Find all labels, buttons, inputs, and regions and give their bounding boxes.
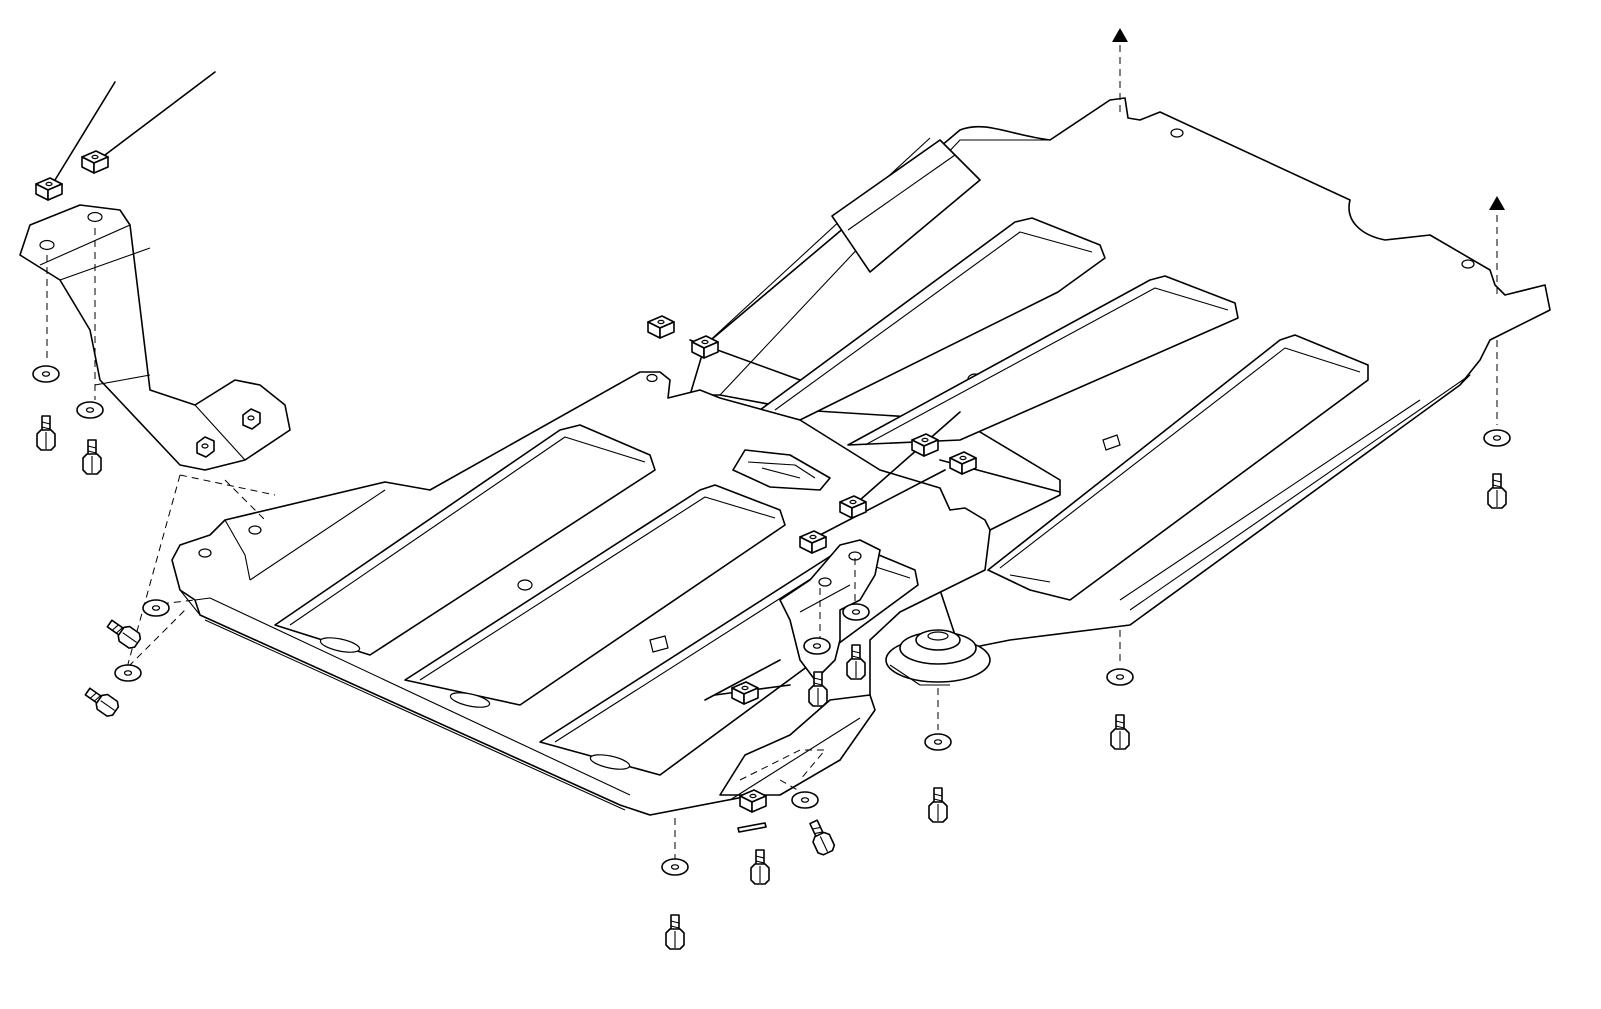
rear-plate-recess-1 bbox=[759, 217, 1106, 421]
front-plate-recess-1 bbox=[274, 424, 656, 656]
washer bbox=[661, 858, 689, 876]
bolt bbox=[750, 849, 770, 885]
rear-plate-hole bbox=[1170, 128, 1184, 138]
spacer-pin bbox=[737, 822, 767, 833]
clip-nut bbox=[949, 451, 977, 475]
washer bbox=[924, 733, 952, 751]
bracket-weld-nut bbox=[242, 408, 261, 430]
up-arrow-icon bbox=[1489, 196, 1505, 210]
up-arrow-icon bbox=[1112, 28, 1128, 42]
front-plate-hole bbox=[646, 373, 658, 383]
bracket-hole bbox=[87, 211, 103, 223]
rear-plate-hole bbox=[1461, 259, 1475, 269]
rear-plate-flap bbox=[831, 139, 981, 273]
rear-plate-recess-2 bbox=[847, 275, 1239, 446]
bolt bbox=[103, 615, 144, 652]
front-plate-hole bbox=[517, 579, 533, 591]
front-lip-plate bbox=[719, 694, 876, 801]
washer bbox=[142, 599, 170, 617]
washer bbox=[114, 664, 142, 682]
washer bbox=[803, 637, 831, 655]
washer bbox=[1106, 668, 1134, 686]
rubber-mount bbox=[885, 629, 991, 686]
bolt bbox=[665, 914, 685, 950]
bolt bbox=[1110, 714, 1130, 750]
front-plate-slot bbox=[319, 637, 361, 653]
front-plate-slot bbox=[589, 754, 631, 770]
clip-nut bbox=[81, 150, 109, 174]
front-plate-recess-2 bbox=[404, 484, 786, 706]
bracket-weld-nut bbox=[196, 436, 215, 458]
front-plate-slot bbox=[649, 635, 669, 653]
left-mounting-bracket bbox=[19, 204, 291, 471]
rear-plate-slot bbox=[1102, 434, 1121, 451]
bolt bbox=[82, 439, 102, 475]
front-plate-hole bbox=[248, 525, 262, 535]
front-plate-hole bbox=[198, 548, 212, 558]
front-plate-handle-cutout bbox=[732, 449, 831, 491]
bolt bbox=[804, 817, 837, 858]
bracket-hole bbox=[818, 577, 832, 587]
rear-plate-recess-3 bbox=[987, 334, 1369, 601]
washer bbox=[32, 365, 60, 383]
bolt bbox=[36, 415, 56, 451]
washer bbox=[1483, 429, 1511, 447]
clip-nut bbox=[647, 315, 675, 339]
bolt bbox=[81, 683, 122, 720]
bolt bbox=[1487, 473, 1507, 509]
rear-skid-plate bbox=[689, 97, 1551, 651]
washer bbox=[791, 791, 819, 809]
washer bbox=[842, 603, 870, 621]
clip-nut bbox=[35, 177, 63, 201]
washer bbox=[76, 401, 104, 419]
bracket-hole bbox=[39, 239, 55, 251]
front-plate-slot bbox=[449, 692, 491, 708]
bolt bbox=[928, 787, 948, 823]
